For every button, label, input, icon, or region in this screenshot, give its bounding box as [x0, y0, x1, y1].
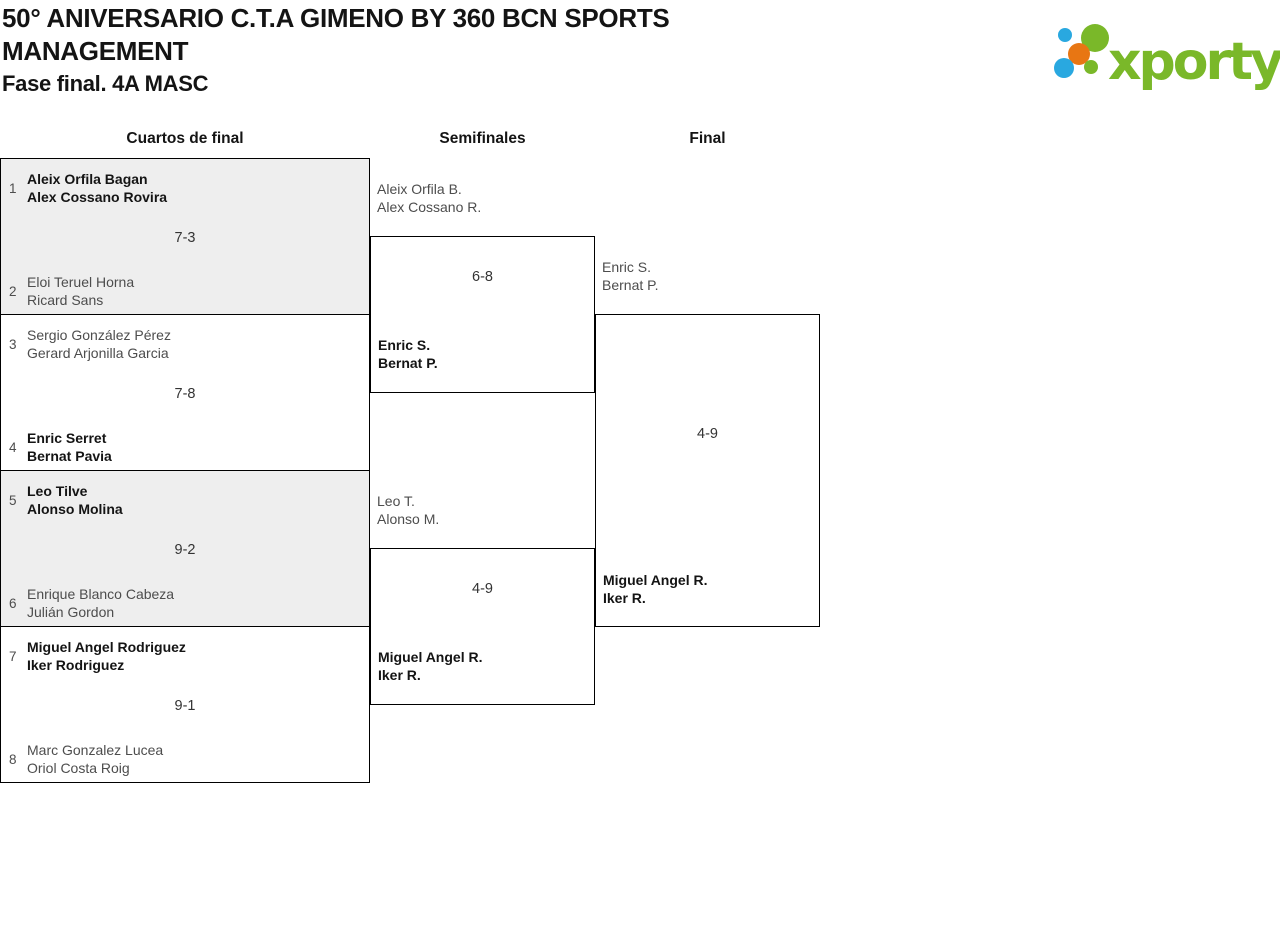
seed-number: 2: [9, 283, 17, 299]
player-name: Miguel Angel R.: [603, 572, 708, 588]
player-name: Ricard Sans: [27, 292, 104, 308]
match-score: 6-8: [472, 269, 493, 285]
team-pair: Eloi Teruel Horna Ricard Sans: [27, 273, 134, 309]
match-score: 9-2: [174, 542, 196, 558]
xporty-wordmark: xporty: [1108, 32, 1280, 92]
player-name: Miguel Angel R.: [378, 649, 483, 665]
player-name: Enric S.: [378, 337, 431, 353]
final-team-top: Enric S. Bernat P.: [602, 258, 659, 294]
player-name: Alonso M.: [377, 511, 440, 527]
team-pair: Leo Tilve Alonso Molina: [27, 482, 123, 518]
final-match: 4-9 Miguel Angel R. Iker R.: [595, 314, 820, 627]
seed-number: 1: [9, 180, 17, 196]
seed-number: 8: [9, 751, 17, 767]
match-score: 7-3: [174, 230, 196, 246]
player-name: Oriol Costa Roig: [27, 760, 130, 776]
team-pair: Miguel Angel Rodriguez Iker Rodriguez: [27, 638, 186, 674]
xporty-logo[interactable]: xporty: [1044, 16, 1280, 94]
quarterfinal-match-3: 5 Leo Tilve Alonso Molina 9-2 6 Enrique …: [0, 470, 370, 627]
player-name: Leo Tilve: [27, 483, 88, 499]
xporty-logo-icon: xporty: [1054, 24, 1280, 92]
player-name: Alex Cossano Rovira: [27, 189, 168, 205]
player-name: Alonso Molina: [27, 501, 123, 517]
player-name: Aleix Orfila B.: [377, 181, 462, 197]
player-name: Bernat P.: [378, 355, 438, 371]
team-pair: Sergio González Pérez Gerard Arjonilla G…: [27, 326, 171, 362]
team-pair: Aleix Orfila Bagan Alex Cossano Rovira: [27, 170, 167, 206]
team-pair: Marc Gonzalez Lucea Oriol Costa Roig: [27, 741, 163, 777]
player-name: Bernat Pavia: [27, 448, 112, 464]
player-name: Enric Serret: [27, 430, 107, 446]
player-name: Eloi Teruel Horna: [27, 274, 135, 290]
quarterfinal-match-2: 3 Sergio González Pérez Gerard Arjonilla…: [0, 314, 370, 471]
player-name: Aleix Orfila Bagan: [27, 171, 148, 187]
player-name: Enrique Blanco Cabeza: [27, 586, 175, 602]
page-subtitle: Fase final. 4A MASC: [2, 71, 209, 96]
team-pair: Enric Serret Bernat Pavia: [27, 429, 112, 465]
player-name: Miguel Angel Rodriguez: [27, 639, 186, 655]
quarterfinal-match-1: 1 Aleix Orfila Bagan Alex Cossano Rovira…: [0, 158, 370, 315]
final-team-bottom: Miguel Angel R. Iker R.: [603, 571, 707, 607]
team-pair: Enrique Blanco Cabeza Julián Gordon: [27, 585, 174, 621]
semifinal-match-2: 4-9 Miguel Angel R. Iker R.: [370, 548, 595, 705]
player-name: Marc Gonzalez Lucea: [27, 742, 164, 758]
player-name: Iker Rodriguez: [27, 657, 125, 673]
page-title: 50° ANIVERSARIO C.T.A GIMENO BY 360 BCN …: [2, 3, 670, 66]
seed-number: 4: [9, 439, 17, 455]
match-score: 4-9: [472, 581, 493, 597]
player-name: Bernat P.: [602, 277, 659, 293]
semifinal-1-team-bottom: Enric S. Bernat P.: [378, 336, 438, 372]
player-name: Enric S.: [602, 259, 652, 275]
round-header-cuartos: Cuartos de final: [126, 130, 244, 147]
seed-number: 7: [9, 648, 17, 664]
seed-number: 6: [9, 595, 17, 611]
semifinal-match-1: 6-8 Enric S. Bernat P.: [370, 236, 595, 393]
player-name: Gerard Arjonilla Garcia: [27, 345, 169, 361]
seed-number: 3: [9, 336, 17, 352]
player-name: Iker R.: [603, 590, 646, 606]
page-header: 50° ANIVERSARIO C.T.A GIMENO BY 360 BCN …: [2, 2, 737, 97]
semifinal-2-team-top: Leo T. Alonso M.: [377, 492, 439, 528]
match-score: 4-9: [697, 426, 718, 442]
player-name: Leo T.: [377, 493, 415, 509]
player-name: Iker R.: [378, 667, 421, 683]
player-name: Sergio González Pérez: [27, 327, 171, 343]
match-score: 7-8: [174, 386, 196, 402]
quarterfinal-match-4: 7 Miguel Angel Rodriguez Iker Rodriguez …: [0, 626, 370, 783]
match-score: 9-1: [174, 698, 196, 714]
player-name: Julián Gordon: [27, 604, 115, 620]
seed-number: 5: [9, 492, 17, 508]
player-name: Alex Cossano R.: [377, 199, 482, 215]
semifinal-2-team-bottom: Miguel Angel R. Iker R.: [378, 648, 482, 684]
semifinal-1-team-top: Aleix Orfila B. Alex Cossano R.: [377, 180, 481, 216]
round-header-final: Final: [689, 130, 726, 147]
round-header-semifinales: Semifinales: [439, 130, 526, 147]
